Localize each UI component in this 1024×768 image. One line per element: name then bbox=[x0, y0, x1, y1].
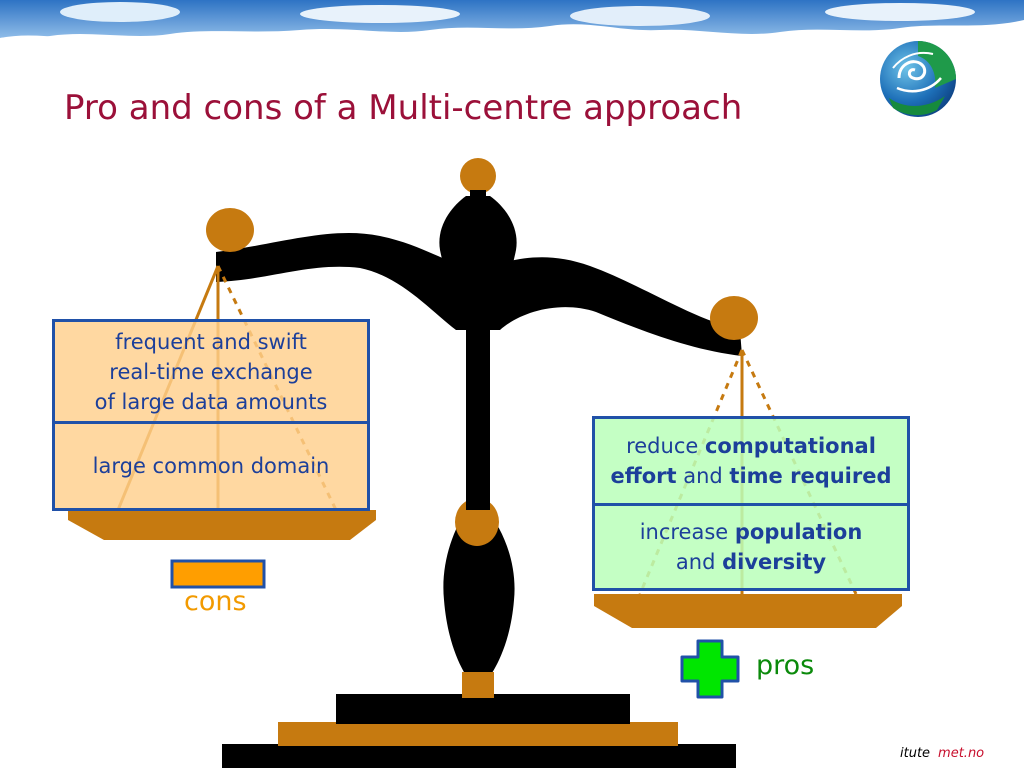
pros-item-line: increase population bbox=[639, 520, 863, 544]
slide-title: Pro and cons of a Multi-centre approach bbox=[64, 88, 743, 128]
cons-item-line: of large data amounts bbox=[94, 389, 328, 414]
met-institute-globe-logo bbox=[880, 41, 956, 117]
cons-item-common-domain: large common domain bbox=[52, 421, 370, 511]
sky-header-decoration bbox=[0, 0, 1024, 80]
cons-label: cons bbox=[184, 586, 247, 617]
pros-item-reduce-effort: reduce computational effort and time req… bbox=[592, 416, 910, 506]
minus-sign-icon bbox=[170, 559, 266, 589]
footer-text: itute bbox=[900, 746, 931, 761]
pros-item-line: effort and time required bbox=[610, 464, 892, 488]
cons-item-line: frequent and swift bbox=[115, 329, 307, 354]
pros-label: pros bbox=[756, 650, 815, 681]
pros-item-line: reduce computational bbox=[626, 434, 876, 458]
pros-item-line: and diversity bbox=[675, 550, 827, 574]
footer: itute met.no bbox=[900, 746, 984, 761]
scale-beam bbox=[216, 158, 742, 356]
cons-item-line: real-time exchange bbox=[109, 359, 313, 384]
cons-item-line: large common domain bbox=[92, 454, 330, 478]
scale-base bbox=[222, 694, 736, 768]
scale-column bbox=[443, 330, 515, 698]
footer-brand: met.no bbox=[938, 746, 985, 761]
plus-sign-icon bbox=[680, 639, 740, 699]
cons-item-data-exchange: frequent and swift real-time exchange of… bbox=[52, 319, 370, 424]
pros-item-increase-population: increase population and diversity bbox=[592, 503, 910, 591]
